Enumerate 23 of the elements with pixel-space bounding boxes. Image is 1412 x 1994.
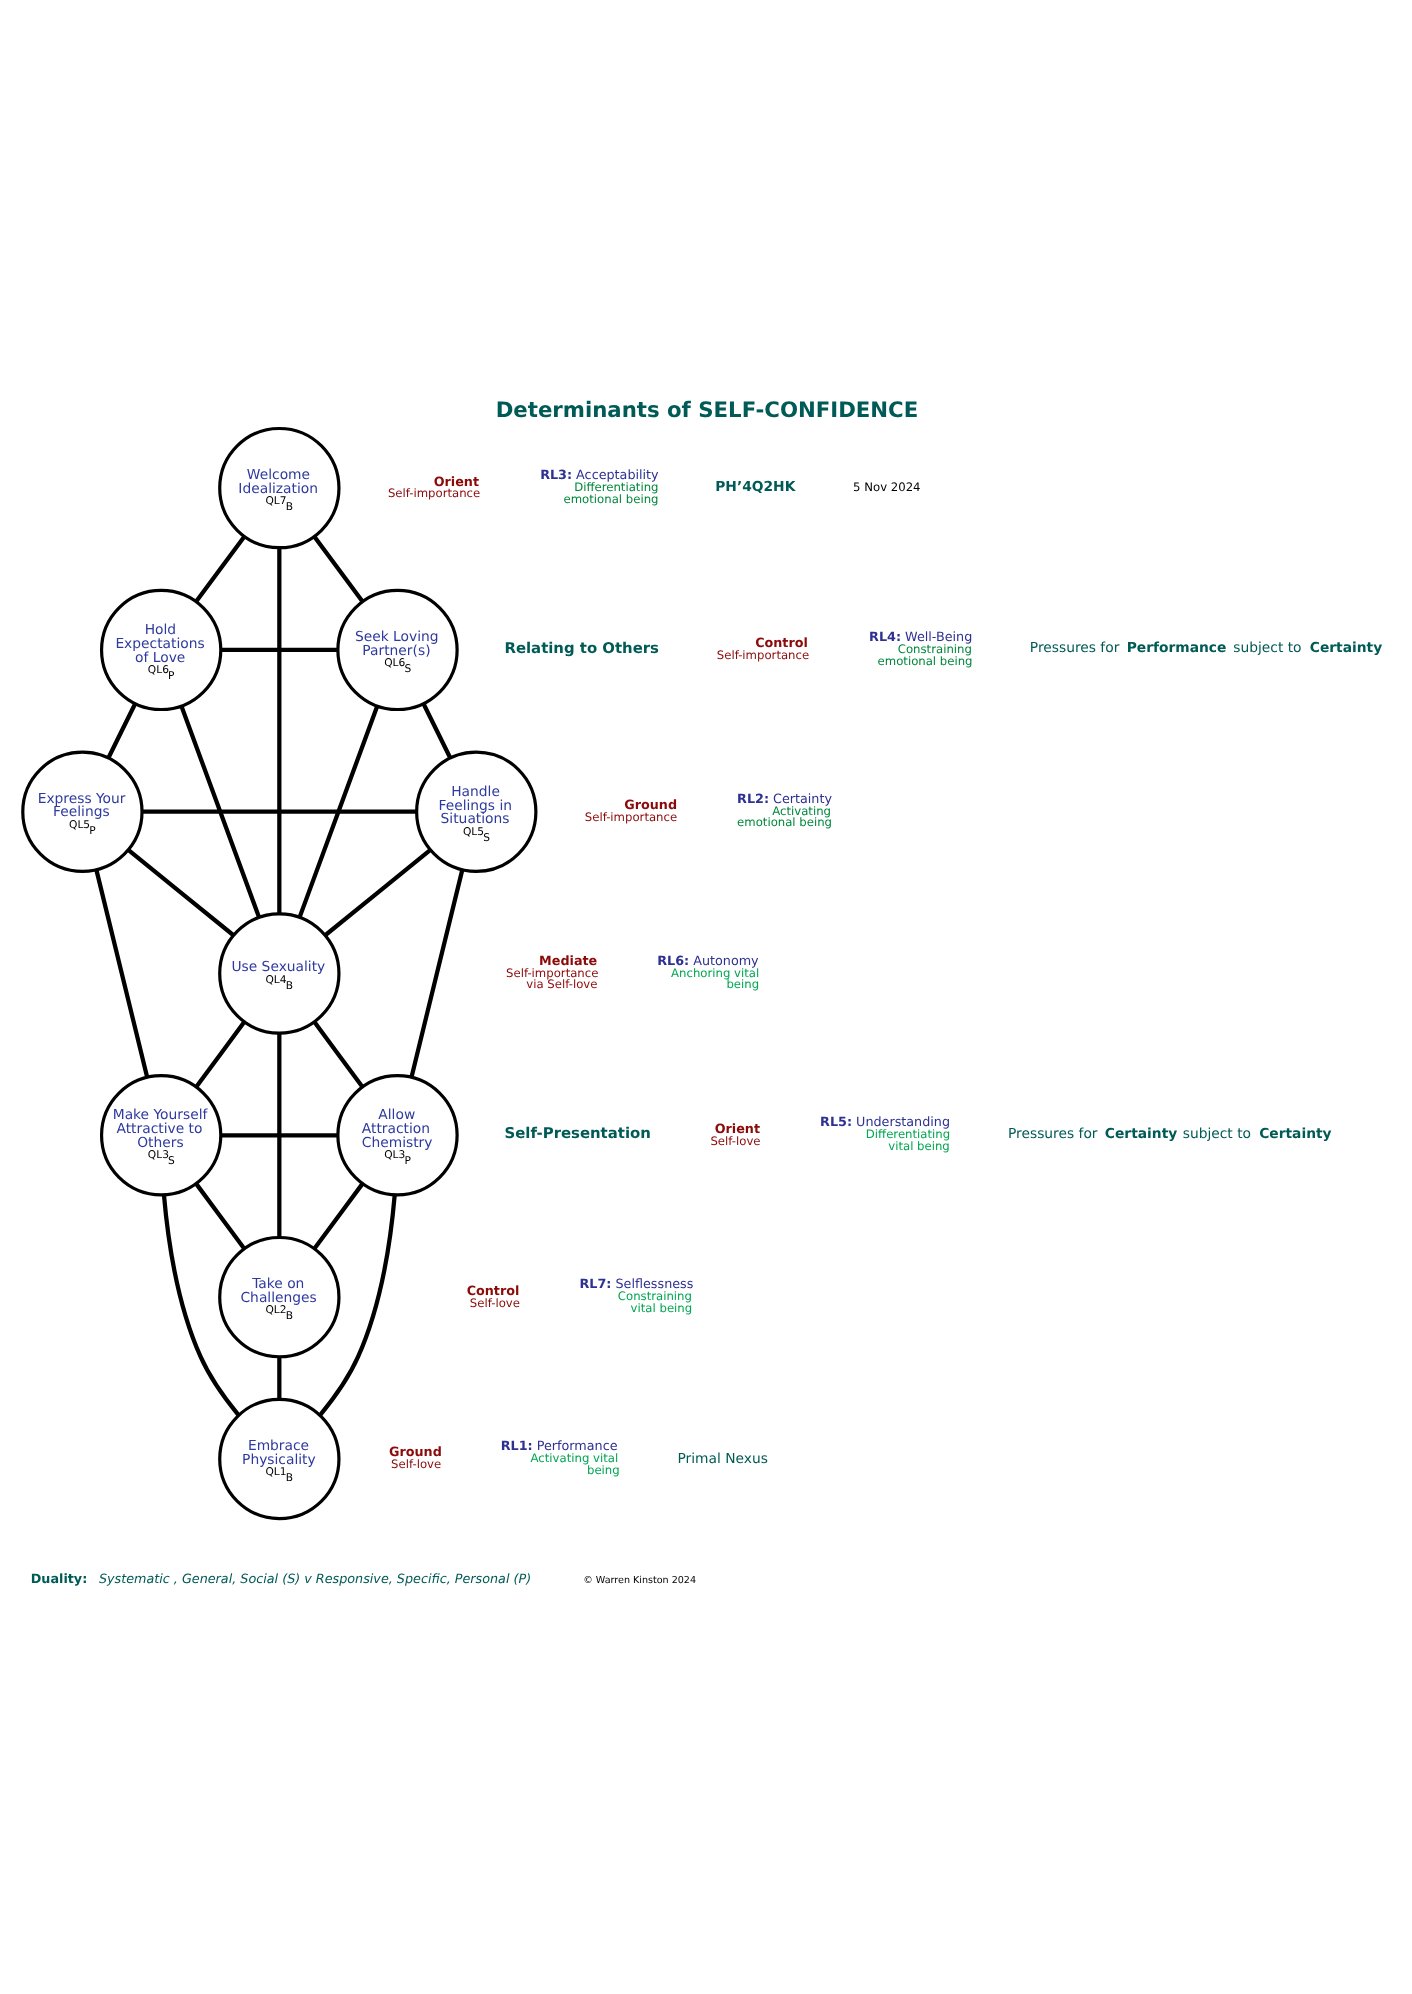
connector bbox=[420, 701, 452, 758]
connector bbox=[317, 1194, 396, 1416]
connector bbox=[322, 847, 431, 936]
connector bbox=[276, 546, 281, 913]
connector bbox=[178, 704, 261, 918]
connector bbox=[276, 1032, 281, 1237]
connector bbox=[141, 808, 416, 813]
connector bbox=[126, 847, 234, 936]
connector bbox=[311, 534, 364, 602]
connector bbox=[311, 1019, 364, 1088]
connector bbox=[408, 868, 464, 1077]
connector bbox=[220, 1132, 337, 1137]
connector bbox=[220, 646, 337, 652]
connector bbox=[193, 1019, 245, 1088]
connector bbox=[193, 1181, 246, 1250]
diagram-title: Determinants of SELF-CONFIDENCE bbox=[494, 395, 918, 422]
connector bbox=[93, 868, 149, 1077]
connector bbox=[105, 701, 137, 758]
connector bbox=[193, 534, 245, 602]
connector bbox=[311, 1181, 364, 1250]
connector bbox=[276, 1355, 281, 1399]
connector bbox=[160, 1194, 240, 1416]
connector bbox=[296, 704, 379, 918]
